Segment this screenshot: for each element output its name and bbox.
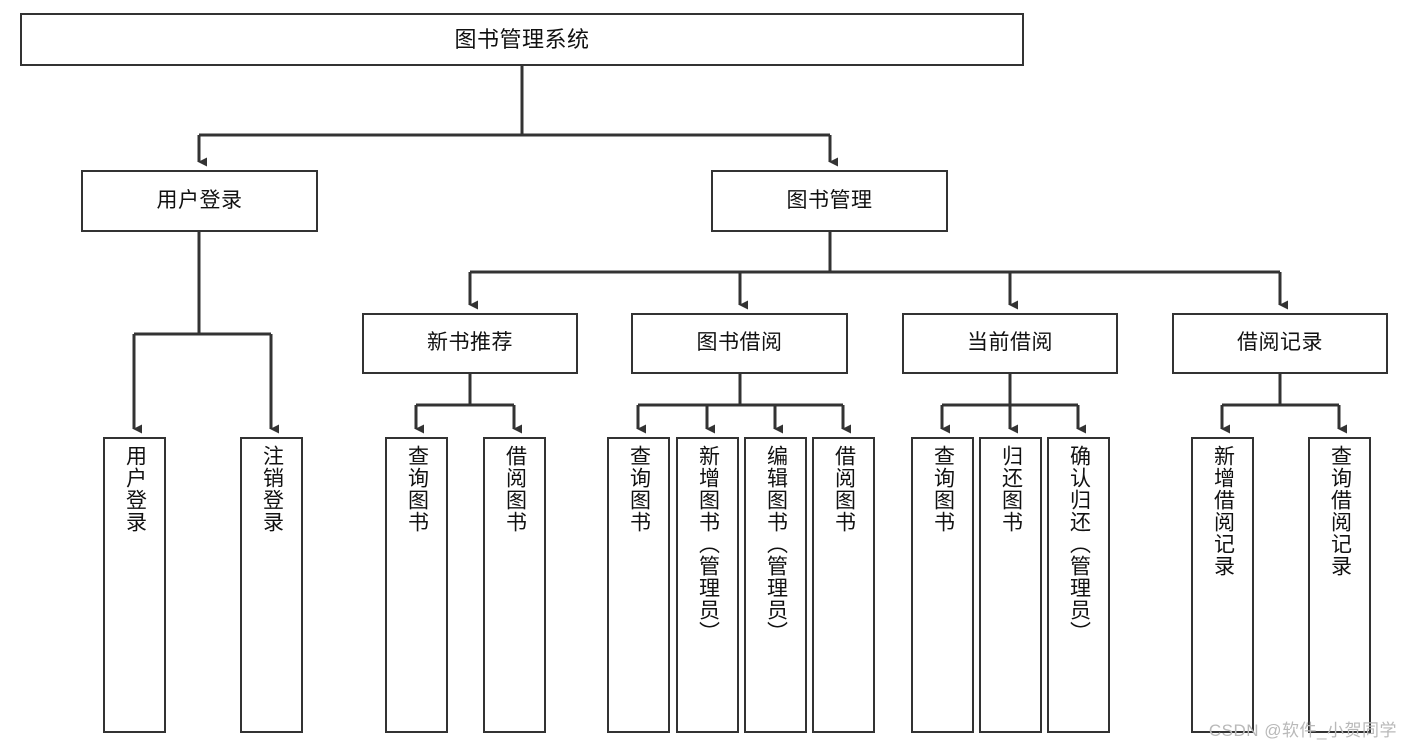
node-current-borrow-label: 当前借阅 xyxy=(967,331,1053,355)
node-leaf-confirm-return-admin[interactable]: 确认归还（管理员） xyxy=(1047,437,1110,733)
node-borrow-record-label: 借阅记录 xyxy=(1237,331,1323,355)
node-current-borrow[interactable]: 当前借阅 xyxy=(902,313,1118,374)
node-leaf-query-book-current-label: 查询图书 xyxy=(931,445,955,533)
node-new-book-recommend-label: 新书推荐 xyxy=(427,331,513,355)
node-leaf-logout[interactable]: 注销登录 xyxy=(240,437,303,733)
node-book-borrow-label: 图书借阅 xyxy=(696,331,783,355)
node-leaf-borrow-book-label: 借阅图书 xyxy=(832,445,856,533)
node-leaf-add-book-admin-label: 新增图书（管理员） xyxy=(696,445,720,643)
node-book-borrow[interactable]: 图书借阅 xyxy=(631,313,848,374)
node-leaf-query-borrow-record-label: 查询借阅记录 xyxy=(1328,445,1352,577)
node-leaf-borrow-book[interactable]: 借阅图书 xyxy=(812,437,875,733)
node-leaf-query-book-borrow-label: 查询图书 xyxy=(627,445,651,533)
node-leaf-query-book-recommend-label: 查询图书 xyxy=(405,445,429,533)
node-leaf-return-book[interactable]: 归还图书 xyxy=(979,437,1042,733)
node-new-book-recommend[interactable]: 新书推荐 xyxy=(362,313,578,374)
node-leaf-add-borrow-record-label: 新增借阅记录 xyxy=(1211,445,1235,577)
node-leaf-edit-book-admin[interactable]: 编辑图书（管理员） xyxy=(744,437,807,733)
node-leaf-edit-book-admin-label: 编辑图书（管理员） xyxy=(764,445,788,643)
node-leaf-query-book-recommend[interactable]: 查询图书 xyxy=(385,437,448,733)
node-user-login-label: 用户登录 xyxy=(156,188,243,212)
node-leaf-add-book-admin[interactable]: 新增图书（管理员） xyxy=(676,437,739,733)
node-leaf-query-borrow-record[interactable]: 查询借阅记录 xyxy=(1308,437,1371,733)
node-root-system-label: 图书管理系统 xyxy=(454,26,590,52)
node-leaf-query-book-current[interactable]: 查询图书 xyxy=(911,437,974,733)
node-leaf-query-book-borrow[interactable]: 查询图书 xyxy=(607,437,670,733)
node-user-login[interactable]: 用户登录 xyxy=(81,170,318,232)
node-borrow-record[interactable]: 借阅记录 xyxy=(1172,313,1388,374)
node-leaf-add-borrow-record[interactable]: 新增借阅记录 xyxy=(1191,437,1254,733)
node-leaf-return-book-label: 归还图书 xyxy=(999,445,1023,533)
node-leaf-user-login[interactable]: 用户登录 xyxy=(103,437,166,733)
node-leaf-confirm-return-admin-label: 确认归还（管理员） xyxy=(1067,445,1091,643)
node-leaf-logout-label: 注销登录 xyxy=(260,445,284,533)
node-root-system[interactable]: 图书管理系统 xyxy=(20,13,1024,66)
node-leaf-borrow-book-recommend-label: 借阅图书 xyxy=(503,445,527,533)
node-book-management-label: 图书管理 xyxy=(786,188,873,212)
node-leaf-user-login-label: 用户登录 xyxy=(123,445,147,533)
csdn-watermark: CSDN @软件_小贺同学 xyxy=(1208,721,1397,740)
node-book-management[interactable]: 图书管理 xyxy=(711,170,948,232)
node-leaf-borrow-book-recommend[interactable]: 借阅图书 xyxy=(483,437,546,733)
